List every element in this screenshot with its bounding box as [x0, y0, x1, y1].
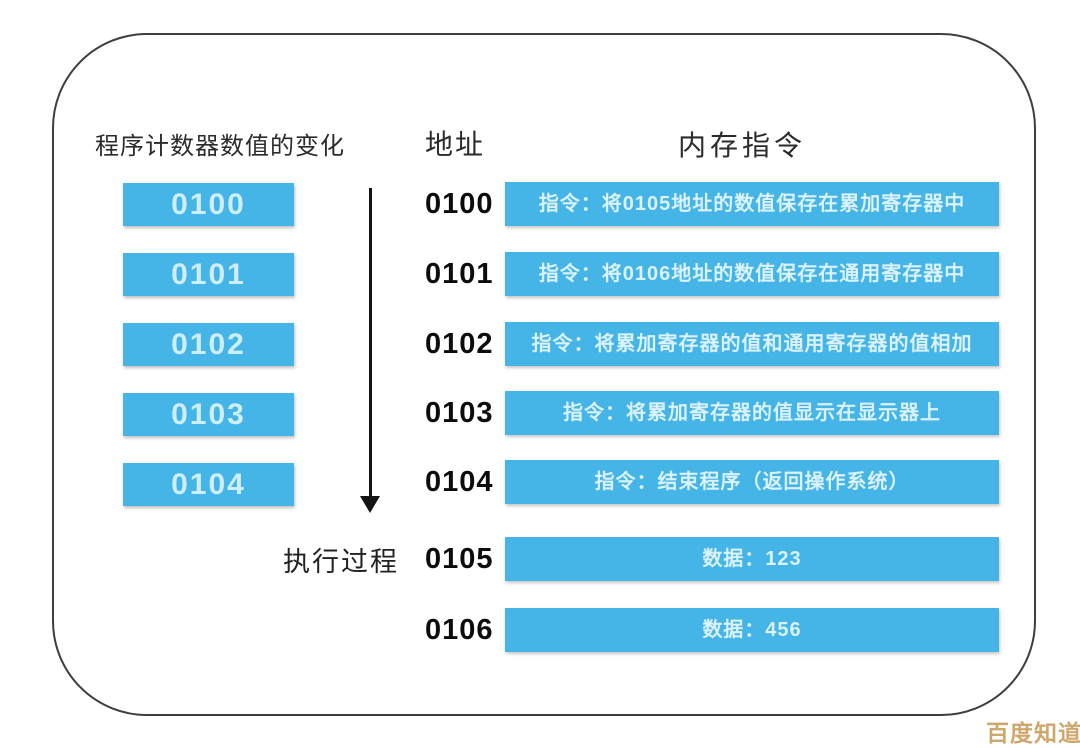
memory-cell: 指令：将累加寄存器的值显示在显示器上: [505, 391, 999, 435]
memory-row: 0103 指令：将累加寄存器的值显示在显示器上: [0, 391, 1080, 435]
address-label: 0104: [425, 466, 494, 498]
pc-value-box: 0104: [123, 463, 294, 506]
execution-process-label: 执行过程: [283, 547, 399, 577]
memory-cell: 指令：将累加寄存器的值和通用寄存器的值相加: [505, 322, 999, 366]
memory-row: 0106 数据：456: [0, 608, 1080, 652]
memory-row: 0101 指令：将0106地址的数值保存在通用寄存器中: [0, 252, 1080, 296]
address-label: 0106: [425, 614, 494, 646]
memory-cell: 指令：将0106地址的数值保存在通用寄存器中: [505, 252, 999, 296]
address-label: 0100: [425, 188, 494, 220]
address-label: 0102: [425, 328, 494, 360]
memory-row: 0100 指令：将0105地址的数值保存在累加寄存器中: [0, 182, 1080, 226]
address-label: 0105: [425, 543, 494, 575]
memory-cell: 指令：结束程序（返回操作系统）: [505, 460, 999, 504]
pc-value-box: 0103: [123, 393, 294, 436]
address-label: 0103: [425, 397, 494, 429]
address-label: 0101: [425, 258, 494, 290]
memory-row: 0105 数据：123: [0, 537, 1080, 581]
pc-value-box: 0100: [123, 183, 294, 226]
pc-value-box: 0101: [123, 253, 294, 296]
memory-cell: 数据：456: [505, 608, 999, 652]
memory-cell: 数据：123: [505, 537, 999, 581]
pc-value-box: 0102: [123, 323, 294, 366]
program-counter-header: 程序计数器数值的变化: [95, 133, 345, 160]
down-arrow-line: [369, 188, 372, 497]
memory-cell: 指令：将0105地址的数值保存在累加寄存器中: [505, 182, 999, 226]
memory-row: 0104 指令：结束程序（返回操作系统）: [0, 460, 1080, 504]
memory-instruction-header: 内存指令: [678, 130, 807, 161]
baidu-zhidao-watermark: 百度知道: [986, 720, 1080, 746]
rounded-frame: [52, 33, 1036, 716]
down-arrow-head-icon: [360, 496, 380, 513]
address-header: 地址: [425, 129, 486, 160]
memory-row: 0102 指令：将累加寄存器的值和通用寄存器的值相加: [0, 322, 1080, 366]
